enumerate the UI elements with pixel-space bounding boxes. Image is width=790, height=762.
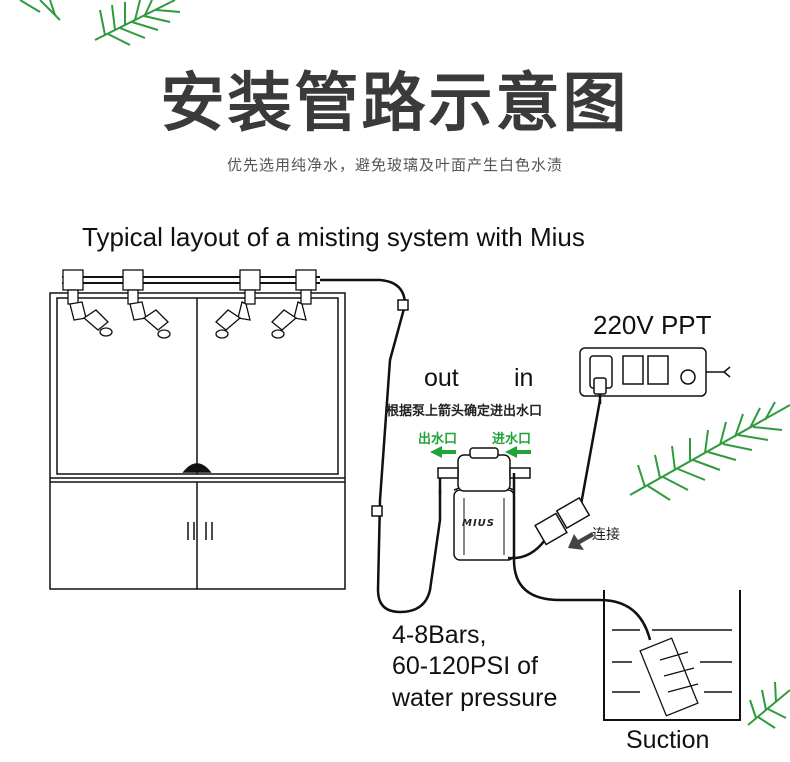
nozzle-3-icon: [215, 269, 261, 339]
pressure-line-1: 4-8Bars,: [392, 621, 487, 649]
pump-outlet-label: 出水口: [418, 432, 458, 447]
pump-icon: [437, 447, 531, 561]
pump-inlet-label: 进水口: [492, 432, 532, 447]
connector-icon: [534, 496, 591, 546]
leaf-bottom-right-icon: [747, 681, 790, 729]
pump-out-label: out: [424, 364, 459, 392]
nozzle-1-icon: [62, 269, 113, 337]
suction-filter-icon: [639, 637, 699, 717]
nozzle-4-icon: [271, 269, 317, 339]
page-subtitle: 优先选用纯净水，避免玻璃及叶面产生白色水渍: [226, 156, 563, 174]
pump-hoses: [438, 399, 652, 641]
leaf-top-left-icon: [19, 0, 181, 46]
water-tank: [603, 590, 741, 721]
page-title: 安装管路示意图: [160, 67, 630, 141]
nozzle-2-icon: [122, 269, 171, 339]
pump-direction-arrows: [430, 446, 531, 458]
power-label: 220V PPT: [593, 310, 712, 340]
cabinet: [49, 292, 346, 590]
connect-label: 连接: [592, 527, 620, 543]
pressure-line-2: 60-120PSI of: [392, 652, 538, 680]
pump-brand-label: MIUS: [462, 518, 495, 529]
connect-arrow-icon: [568, 532, 594, 550]
pump-in-label: in: [514, 364, 534, 392]
power-strip-icon: [579, 347, 731, 404]
suction-label: Suction: [626, 726, 710, 754]
layout-caption: Typical layout of a misting system with …: [82, 222, 585, 252]
mist-pipe: [62, 276, 442, 614]
leaf-right-icon: [629, 401, 790, 501]
pump-arrow-note: 根据泵上箭头确定进出水口: [386, 404, 543, 419]
pressure-line-3: water pressure: [392, 684, 558, 712]
